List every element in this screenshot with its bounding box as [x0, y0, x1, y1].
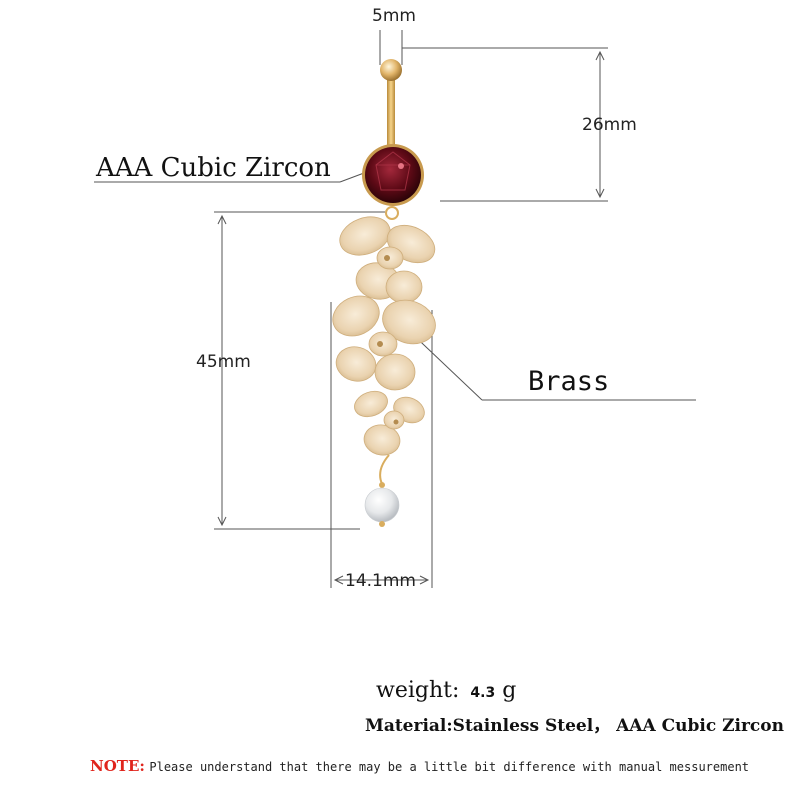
flower-bottom	[354, 390, 425, 456]
flower-top	[339, 216, 436, 304]
gem-sparkle	[398, 163, 404, 169]
note-text: Please understand that there may be a li…	[149, 760, 750, 774]
width-arrow-left	[333, 575, 344, 585]
note-line: NOTE: Please understand that there may b…	[90, 757, 749, 775]
material-line: Material:Stainless Steel， AAA Cubic Zirc…	[365, 716, 784, 736]
dangle-length-label: 45mm	[196, 352, 251, 372]
bar-height-arrow-bottom	[595, 188, 605, 199]
weight-value: 4.3	[470, 685, 496, 701]
gold-bar	[387, 78, 395, 148]
dangle-height-arrow-bottom	[217, 516, 227, 527]
gem-label: AAA Cubic Zircon	[96, 153, 331, 183]
flower-middle	[332, 295, 436, 391]
weight-line: weight: 4.3 g	[376, 678, 516, 703]
gem-facet	[375, 151, 411, 191]
dangle-width-label: 14.1mm	[345, 571, 416, 591]
pearl	[364, 487, 400, 523]
pearl-cap	[379, 482, 385, 488]
weight-unit: g	[502, 678, 517, 703]
top-ball	[380, 59, 402, 81]
bar-length-label: 26mm	[582, 115, 637, 135]
pearl-wire	[379, 454, 390, 485]
belly-ring	[332, 59, 436, 527]
ball-diameter-label: 5mm	[372, 6, 416, 26]
width-arrow-right	[419, 575, 430, 585]
weight-label: weight:	[376, 678, 460, 703]
brass-label: Brass	[528, 366, 610, 397]
gem-stone	[365, 147, 421, 203]
dangle-height-arrow-top	[217, 214, 227, 225]
connector-ring	[385, 206, 399, 220]
pearl-bottom-cap	[379, 521, 385, 527]
dimension-lines	[94, 30, 696, 588]
note-label: NOTE:	[90, 757, 145, 775]
bar-height-arrow-top	[595, 50, 605, 61]
